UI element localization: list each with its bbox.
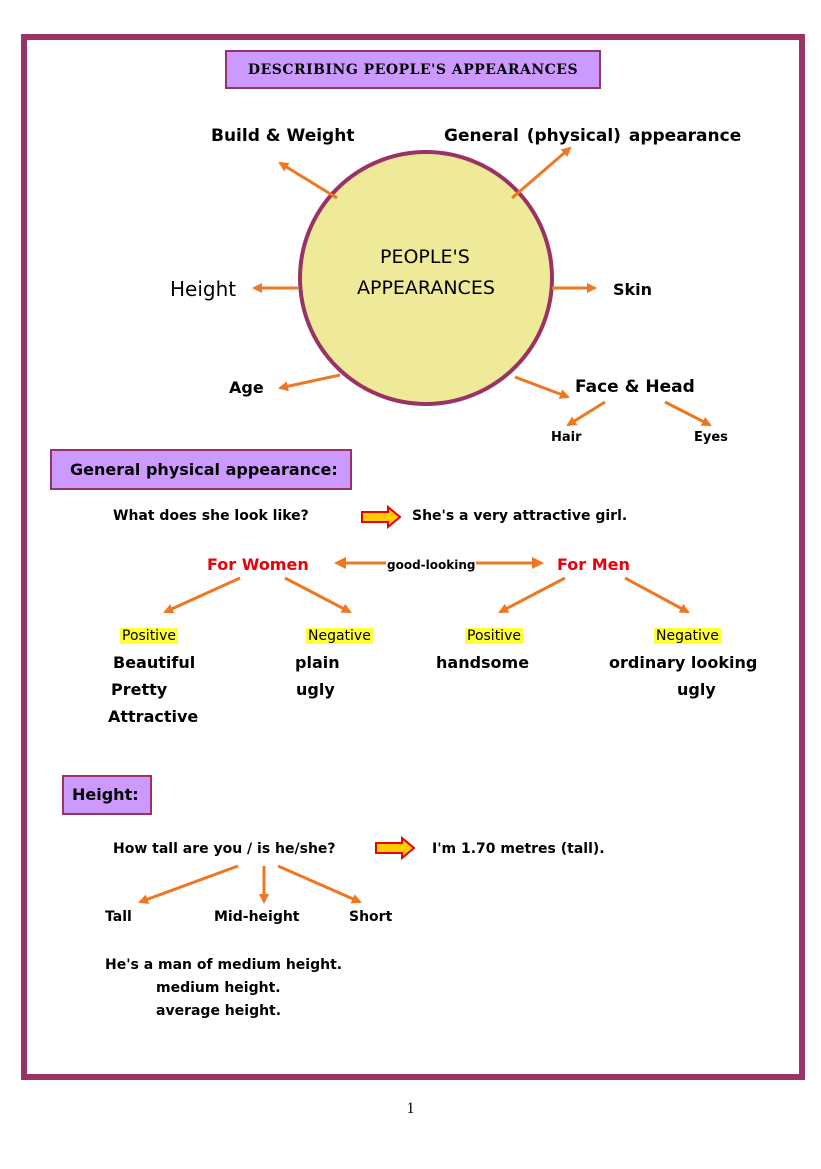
height-example-2: medium height. <box>156 980 281 996</box>
for-men-label: For Men <box>557 555 630 574</box>
arrow-men-negative <box>624 576 690 614</box>
arrow-face <box>514 375 570 399</box>
center-circle <box>298 150 554 406</box>
branch-hair: Hair <box>551 430 582 445</box>
word-beautiful: Beautiful <box>113 653 196 672</box>
arrow-women-positive <box>163 576 241 614</box>
height-tall: Tall <box>105 909 132 925</box>
word-ordinary-looking: ordinary looking <box>609 653 758 672</box>
arrow-men-positive <box>498 576 566 614</box>
women-positive-label: Positive <box>120 628 178 644</box>
height-question: How tall are you / is he/she? <box>113 841 336 857</box>
men-negative-label: Negative <box>654 628 721 644</box>
height-mid: Mid-height <box>214 909 300 925</box>
arrow-age <box>278 373 341 392</box>
general-section-heading: General physical appearance: <box>50 449 352 490</box>
height-answer: I'm 1.70 metres (tall). <box>432 841 605 857</box>
center-label-1: PEOPLE'S <box>380 246 470 268</box>
arrow-hair <box>566 400 606 427</box>
hollow-arrow-1 <box>361 504 402 530</box>
arrow-women-negative <box>284 576 352 614</box>
arrow-general <box>511 146 572 200</box>
branch-eyes: Eyes <box>694 430 728 445</box>
branch-build-weight: Build & Weight <box>211 126 355 146</box>
height-example-1: He's a man of medium height. <box>105 957 343 973</box>
word-handsome: handsome <box>436 653 530 672</box>
height-section-heading: Height: <box>62 775 152 815</box>
branch-skin: Skin <box>613 280 653 299</box>
word-plain: plain <box>295 653 340 672</box>
height-example-3: average height. <box>156 1003 282 1019</box>
word-ugly-men: ugly <box>677 680 716 699</box>
good-looking-label: good-looking <box>386 558 477 572</box>
arrow-tall <box>138 864 239 904</box>
center-label-2: APPEARANCES <box>357 277 495 299</box>
men-positive-label: Positive <box>465 628 523 644</box>
height-short: Short <box>349 909 393 925</box>
arrow-eyes <box>664 400 712 427</box>
general-answer: She's a very attractive girl. <box>412 508 628 524</box>
page-number: 1 <box>406 1100 415 1117</box>
word-attractive: Attractive <box>108 707 199 726</box>
branch-face-head: Face & Head <box>575 377 695 397</box>
for-women-label: For Women <box>207 555 309 574</box>
word-ugly-women: ugly <box>296 680 335 699</box>
women-negative-label: Negative <box>306 628 373 644</box>
branch-height: Height <box>170 277 237 301</box>
arrow-short <box>277 864 362 904</box>
branch-general: General (physical) appearance <box>444 126 742 146</box>
arrow-build <box>278 161 338 200</box>
hollow-arrow-2 <box>375 835 416 861</box>
branch-age: Age <box>229 378 264 397</box>
word-pretty: Pretty <box>111 680 168 699</box>
page-title: DESCRIBING PEOPLE'S APPEARANCES <box>225 50 601 89</box>
general-question: What does she look like? <box>113 508 309 524</box>
page-frame <box>21 34 805 1080</box>
